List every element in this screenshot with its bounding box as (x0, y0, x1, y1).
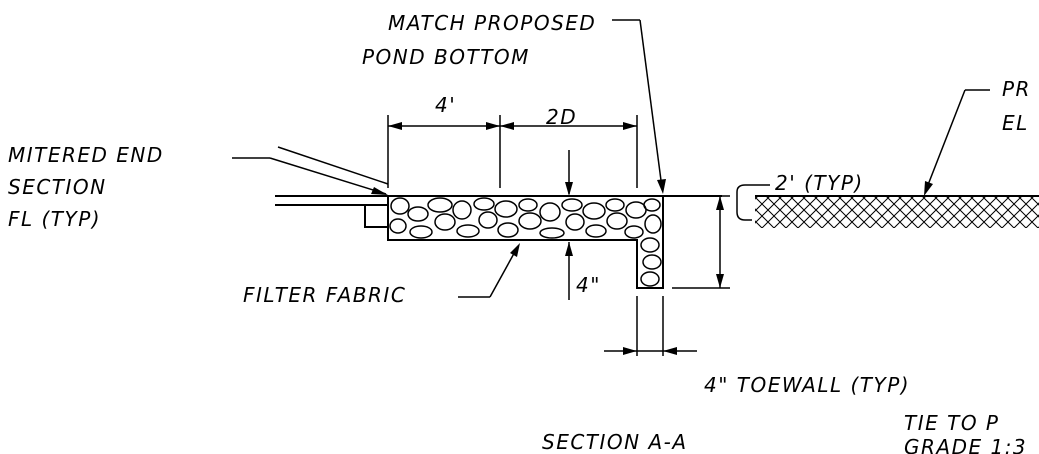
pr-leader (924, 89, 990, 196)
pr-label-line1: PR (1002, 77, 1031, 101)
filter-fabric-leader (458, 243, 520, 298)
match-label-line1: MATCH PROPOSED (388, 11, 596, 35)
depth-dimension (672, 195, 730, 289)
mitered-leader (232, 146, 389, 195)
section-title: SECTION A-A (542, 430, 688, 454)
match-label-line2: POND BOTTOM (362, 45, 530, 69)
riprap-apron (387, 195, 664, 289)
riprap-stones (389, 197, 662, 287)
mitered-label-line3: FL (TYP) (8, 207, 101, 231)
toewall-label: 4" TOEWALL (TYP) (704, 373, 910, 397)
typ-2ft-leader (736, 184, 770, 221)
dim-4in-label: 4" (576, 273, 601, 297)
pr-label-line2: EL (1002, 111, 1029, 135)
match-leader (612, 19, 666, 194)
mitered-label-line1: MITERED END (8, 143, 164, 167)
dim-2d-label: 2D (546, 105, 577, 129)
tie-label-line2: GRADE 1:3 (904, 435, 1027, 454)
thickness-dimension (565, 150, 573, 300)
tie-label-line1: TIE TO P (904, 411, 1000, 435)
dim-4ft-label: 4' (435, 93, 456, 117)
pipe (275, 195, 389, 228)
toewall-dimension (604, 296, 697, 356)
top-dimensions (387, 115, 638, 188)
mitered-label-line2: SECTION (8, 175, 107, 199)
filter-fabric-label: FILTER FABRIC (243, 283, 406, 307)
typ-2ft-label: 2' (TYP) (775, 171, 864, 195)
